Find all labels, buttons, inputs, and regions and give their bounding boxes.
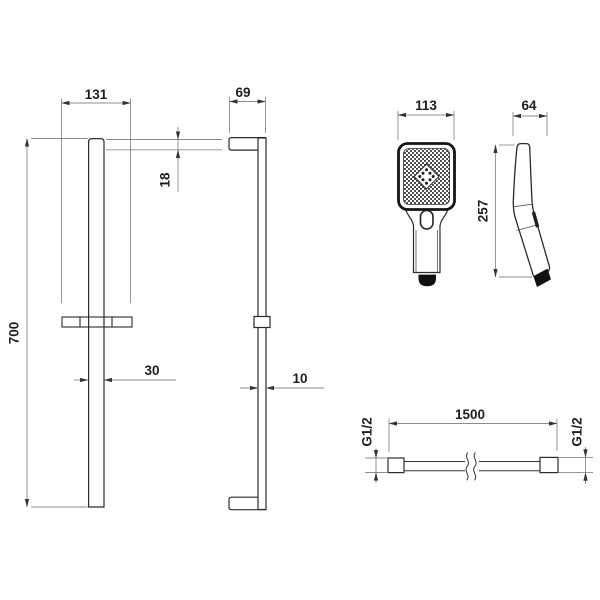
dim-head-width-label: 113 xyxy=(415,98,437,113)
hand-shower-front-view: 113 xyxy=(397,98,456,287)
hose-fitting-right xyxy=(539,456,559,474)
wall-bracket-top xyxy=(228,137,266,151)
connector-nut-side xyxy=(533,268,551,287)
hose-fitting-left xyxy=(387,457,405,474)
hand-shower-side-body xyxy=(512,142,551,279)
dim-head-depth-label: 64 xyxy=(521,98,537,113)
connector-nut-front xyxy=(418,274,436,287)
dim-bar-depth-label: 10 xyxy=(292,371,307,386)
wall-bracket-bottom xyxy=(228,496,266,511)
dim-hose-thread-left: G1/2 xyxy=(360,417,387,483)
dim-hose-length-label: 1500 xyxy=(455,407,485,422)
spray-center-diamond xyxy=(413,163,440,190)
dim-hose-length: 1500 xyxy=(388,407,558,452)
dim-head-depth: 64 xyxy=(512,98,548,136)
rail-side-view: 69 18 10 xyxy=(106,85,324,511)
side-joint-shading xyxy=(531,211,540,228)
rail-bar-front xyxy=(88,138,105,508)
hanging-hole xyxy=(419,209,434,230)
dim-rail-height-label: 700 xyxy=(7,322,22,345)
hose-break-symbol xyxy=(465,452,477,481)
dim-bracket-height-label: 18 xyxy=(158,172,173,188)
slider-clamp-side xyxy=(253,315,271,329)
dim-rail-height: 700 xyxy=(7,138,88,508)
dim-hand-shower-height: 257 xyxy=(476,144,532,278)
spray-center-nozzles xyxy=(418,168,435,185)
dim-bar-depth: 10 xyxy=(240,371,324,391)
hose-thread-right-label: G1/2 xyxy=(570,417,585,446)
hose-thread-left-label: G1/2 xyxy=(360,417,375,446)
slider-crossbar xyxy=(61,316,133,328)
hand-shower-side-view: 64 257 xyxy=(476,98,551,287)
side-seam-upper xyxy=(513,203,533,208)
hose-body-right xyxy=(479,461,540,472)
dim-bracket-height: 18 xyxy=(106,127,222,192)
rail-front-view: 131 700 30 xyxy=(7,87,176,508)
hose-body-left xyxy=(404,461,465,472)
dim-rail-depth-label: 69 xyxy=(235,85,250,100)
dim-rail-width: 131 xyxy=(61,87,131,303)
dim-bar-width-label: 30 xyxy=(144,363,159,378)
hose-view: 1500 G1/2 G1/2 xyxy=(360,407,593,484)
dim-head-width: 113 xyxy=(397,98,455,140)
dim-rail-depth: 69 xyxy=(229,85,266,133)
dim-hose-thread-right: G1/2 xyxy=(559,417,593,484)
side-seam-lower xyxy=(516,224,537,231)
dim-hand-shower-height-label: 257 xyxy=(476,200,491,223)
dim-rail-width-label: 131 xyxy=(85,87,108,102)
dim-bar-width: 30 xyxy=(74,363,176,383)
